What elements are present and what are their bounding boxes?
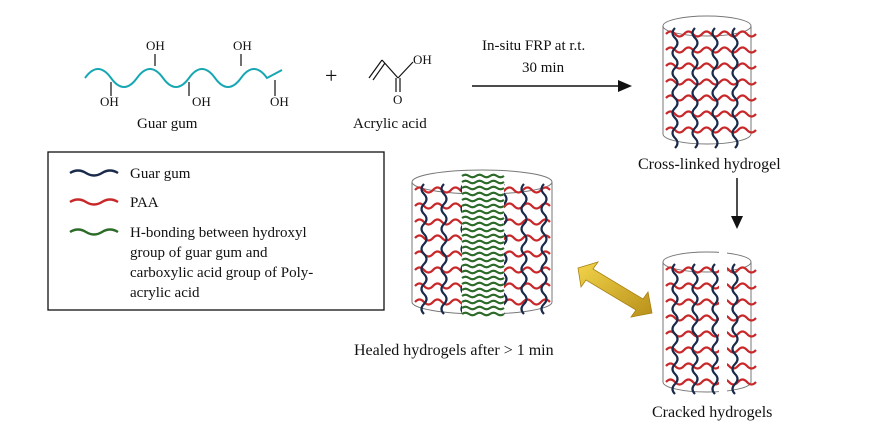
legend-swatch-guar bbox=[69, 169, 119, 177]
guar-chain bbox=[711, 263, 719, 395]
paa-chain bbox=[665, 126, 757, 134]
hbond-chain bbox=[461, 221, 505, 227]
paa-chain bbox=[665, 30, 757, 38]
guar-chain bbox=[440, 183, 448, 315]
paa-chain bbox=[665, 330, 757, 338]
reaction-condition: In-situ FRP at r.t. bbox=[482, 38, 585, 54]
healing-double-arrow bbox=[577, 261, 653, 318]
guar-gum-chain bbox=[84, 68, 283, 88]
polymer-network bbox=[665, 27, 757, 149]
oh-label: OH bbox=[146, 38, 165, 53]
plus-sign: + bbox=[325, 63, 337, 88]
legend-label-paa: PAA bbox=[130, 195, 159, 211]
hbond-chain bbox=[461, 275, 505, 281]
guar-chain bbox=[671, 263, 679, 395]
hbond-chain bbox=[461, 305, 505, 311]
hbond-chain bbox=[461, 185, 505, 191]
hbond-chain bbox=[461, 209, 505, 215]
guar-gum-label: Guar gum bbox=[137, 116, 198, 132]
hbond-chain bbox=[461, 191, 505, 197]
guar-chain bbox=[731, 263, 739, 395]
guar-chain bbox=[540, 183, 548, 315]
legend-swatch-paa bbox=[69, 198, 119, 206]
guar-chain bbox=[520, 183, 528, 315]
legend-swatch-hbond bbox=[69, 228, 119, 236]
legend-label-hbond-4: acrylic acid bbox=[130, 285, 200, 301]
paa-chain bbox=[665, 62, 757, 70]
hbond-chain bbox=[461, 197, 505, 203]
hbond-chain bbox=[461, 245, 505, 251]
oh-label: OH bbox=[100, 94, 119, 109]
paa-chain bbox=[665, 346, 757, 354]
oh-label: OH bbox=[270, 94, 289, 109]
reaction-time: 30 min bbox=[522, 60, 565, 76]
guar-chain bbox=[691, 263, 699, 395]
legend-label-guar: Guar gum bbox=[130, 166, 191, 182]
paa-chain bbox=[665, 266, 757, 274]
polymer-network bbox=[665, 263, 757, 395]
paa-chain bbox=[665, 378, 757, 386]
hbond-chain bbox=[461, 179, 505, 185]
guar-chain bbox=[420, 183, 428, 315]
guar-chain bbox=[731, 27, 739, 149]
cracked-label: Cracked hydrogels bbox=[652, 404, 772, 421]
oh-label: OH bbox=[192, 94, 211, 109]
hbond-chain bbox=[461, 293, 505, 299]
paa-chain bbox=[665, 298, 757, 306]
paa-chain bbox=[665, 362, 757, 370]
legend-label-hbond: H-bonding between hydroxyl bbox=[130, 225, 307, 241]
reaction-arrow bbox=[472, 80, 632, 92]
hbond-chain bbox=[461, 215, 505, 221]
paa-chain bbox=[665, 314, 757, 322]
hbond-chain bbox=[461, 287, 505, 293]
hbond-chain bbox=[461, 251, 505, 257]
carbonyl-o-label: O bbox=[393, 92, 402, 107]
acrylic-acid-label: Acrylic acid bbox=[353, 116, 427, 132]
hbond-chain bbox=[461, 257, 505, 263]
cracked-hydrogel-cylinder bbox=[662, 240, 757, 400]
hbond-background bbox=[462, 172, 504, 316]
oh-label: OH bbox=[413, 52, 432, 67]
hbond-chain bbox=[461, 227, 505, 233]
legend-label-hbond-2: group of guar gum and bbox=[130, 245, 268, 261]
hbond-zone bbox=[461, 172, 505, 317]
hbond-chain bbox=[461, 173, 505, 179]
paa-chain bbox=[665, 282, 757, 290]
oh-label: OH bbox=[233, 38, 252, 53]
hbond-chain bbox=[461, 203, 505, 209]
hbond-chain bbox=[461, 263, 505, 269]
hbond-chain bbox=[461, 233, 505, 239]
paa-chain bbox=[665, 94, 757, 102]
guar-chain bbox=[691, 27, 699, 149]
guar-chain bbox=[711, 27, 719, 149]
healed-hydrogel-cylinder bbox=[411, 169, 553, 317]
guar-chain bbox=[671, 27, 679, 149]
crack-gap bbox=[719, 240, 727, 400]
hbond-chain bbox=[461, 239, 505, 245]
healed-label: Healed hydrogels after > 1 min bbox=[354, 342, 554, 359]
paa-chain bbox=[665, 78, 757, 86]
legend-label-hbond-3: carboxylic acid group of Poly- bbox=[130, 265, 313, 281]
crosslinked-label: Cross-linked hydrogel bbox=[638, 156, 781, 173]
guar-gum-molecule: OH OH OH OH OH Guar gum bbox=[84, 38, 289, 132]
hbond-chain bbox=[461, 299, 505, 305]
hbond-chain bbox=[461, 311, 505, 317]
legend: Guar gum PAA H-bonding between hydroxyl … bbox=[47, 151, 385, 311]
crosslinked-hydrogel-cylinder bbox=[662, 15, 757, 149]
hbond-chain bbox=[461, 281, 505, 287]
acrylic-acid-molecule bbox=[368, 59, 414, 92]
paa-chain bbox=[665, 110, 757, 118]
hbond-chain bbox=[461, 269, 505, 275]
down-arrow bbox=[731, 178, 743, 229]
paa-chain bbox=[665, 46, 757, 54]
